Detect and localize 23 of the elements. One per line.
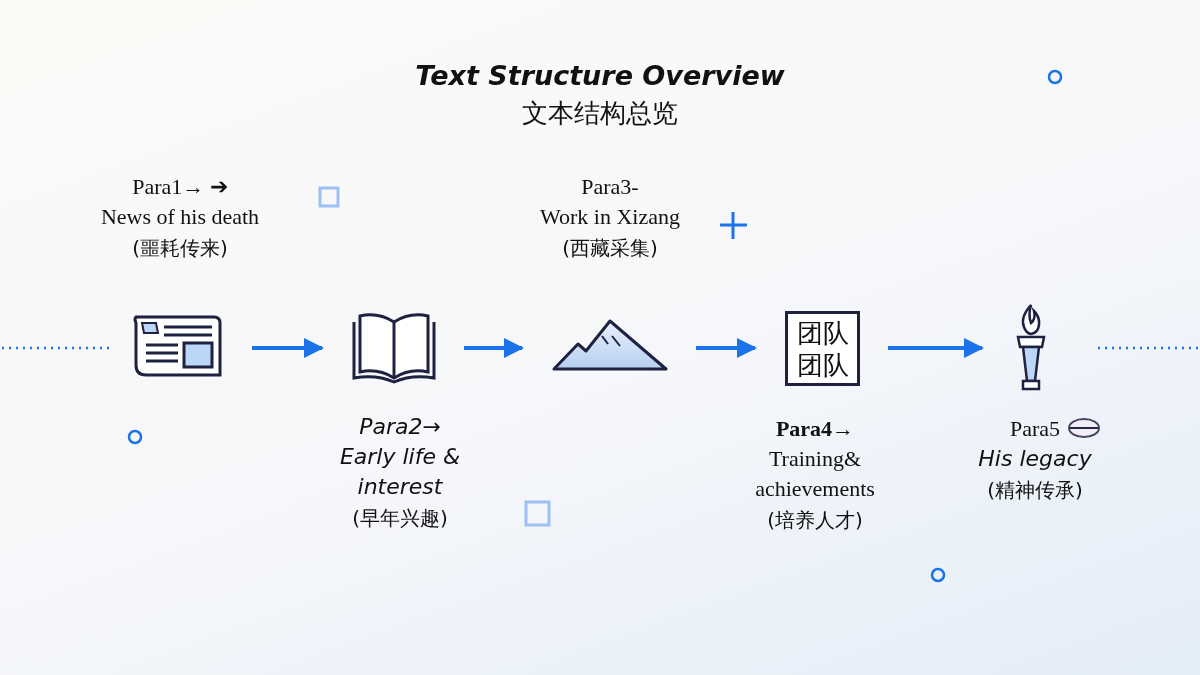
paragraph-label: Para3- [581, 173, 639, 201]
arrow [888, 338, 984, 358]
section-description: News of his death [100, 203, 260, 231]
chinese-summary: (精神传承) [987, 477, 1083, 504]
chinese-summary: (西藏采集) [562, 235, 658, 262]
subtitle: 文本结构总览 [522, 98, 678, 128]
arrow [696, 338, 757, 358]
chinese-summary: (早年兴趣) [352, 505, 448, 532]
chinese-summary: (噩耗传来) [132, 235, 228, 262]
section-description: Training& achievements [754, 445, 876, 503]
chinese-summary: (培养人才) [767, 507, 863, 534]
arrow [464, 338, 524, 358]
text-box [785, 311, 860, 386]
section-description: Early life & interest [338, 443, 462, 501]
paragraph-label: Para1→ ➔ [132, 173, 228, 201]
paragraph-label: Para2→ [359, 413, 441, 441]
box-text: 团队团队 [796, 316, 849, 381]
diagram-title: Text Structure Overview [415, 60, 785, 91]
paragraph-label: Para4→ [775, 415, 855, 443]
section-description: Work in Xizang [540, 203, 680, 231]
section-description: His legacy [978, 445, 1092, 473]
arrow [252, 338, 324, 358]
paragraph-label: Para5 [1009, 415, 1061, 443]
